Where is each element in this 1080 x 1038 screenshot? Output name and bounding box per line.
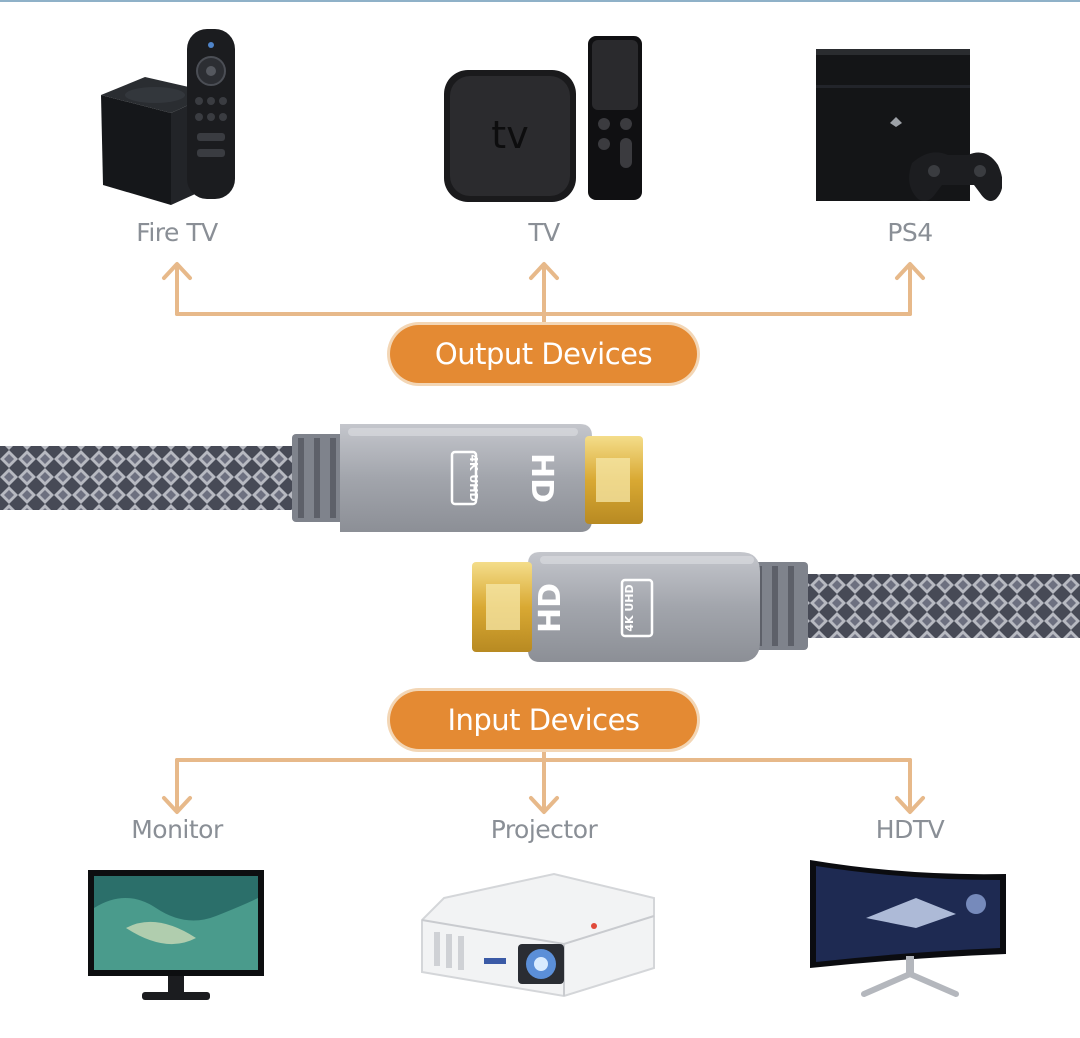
plug-badge-top: 4K UHD: [467, 454, 480, 501]
input-devices-badge: Input Devices: [390, 691, 697, 749]
input-label-hdtv: HDTV: [875, 815, 945, 844]
top-border: [0, 0, 1080, 2]
plug-logo-top: HD: [524, 453, 559, 503]
output-label-firetv: Fire TV: [136, 218, 218, 247]
hdmi-cable-top: 4K UHD HD: [0, 424, 643, 532]
monitor-device-icon: [88, 870, 264, 1000]
input-label-projector: Projector: [490, 815, 598, 844]
ps4-device-icon: [816, 49, 1002, 201]
output-label-ps4: PS4: [887, 218, 933, 247]
fire-tv-device-icon: [101, 29, 235, 205]
projector-device-icon: [421, 872, 655, 998]
plug-logo-bottom: HD: [533, 583, 568, 633]
output-label-tv: TV: [528, 218, 560, 247]
arrow-head-hdtv: [895, 796, 925, 814]
output-devices-badge: Output Devices: [390, 325, 697, 383]
tv-box-text: tv: [491, 113, 528, 157]
input-label-monitor: Monitor: [131, 815, 223, 844]
arrow-head-firetv: [162, 262, 192, 280]
arrow-head-projector: [529, 796, 559, 814]
arrow-head-tv: [529, 262, 559, 280]
plug-badge-bottom: 4K UHD: [623, 584, 636, 631]
hdmi-cable-bottom: 4K UHD HD: [472, 552, 1080, 662]
arrow-head-ps4: [895, 262, 925, 280]
arrow-head-monitor: [162, 796, 192, 814]
apple-tv-device-icon: tv: [444, 36, 642, 202]
hdtv-device-icon: [810, 860, 1006, 997]
